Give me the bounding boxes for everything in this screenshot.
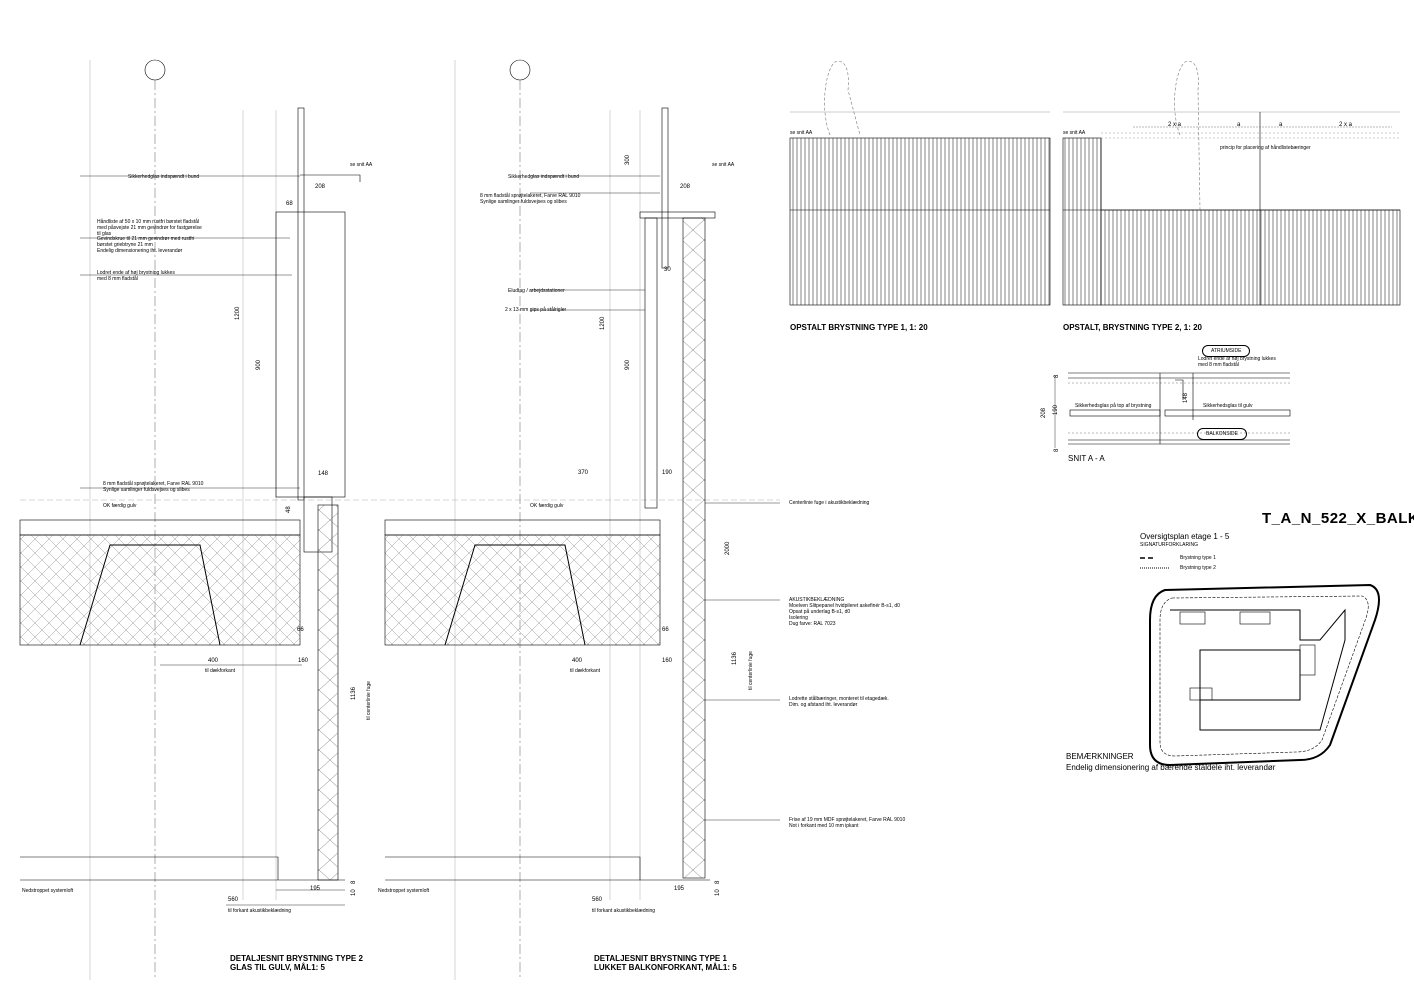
note-acoustic-cladding: AKUSTIKBEKLÆDNING Moelven Slitpepanel hv…: [789, 597, 900, 627]
plan-title: Oversigtsplan etage 1 - 5: [1140, 532, 1230, 541]
dim: 370: [578, 470, 589, 476]
spacing-label: a: [1279, 122, 1283, 128]
dim: 560: [592, 897, 603, 903]
remarks-title: BEMÆRKNINGER: [1066, 752, 1134, 761]
dim: 195: [310, 886, 321, 892]
elevation-2-linework: [1062, 60, 1401, 306]
note-thread-screw: Gevindskrue til 21 mm gevindrør med rust…: [97, 236, 195, 254]
dim: 48: [286, 506, 292, 513]
note-flat-steel: 8 mm fladstål sprøjtelakeret, Farve RAL …: [103, 481, 204, 493]
remarks-text: Endelig dimensionering af bærende stålde…: [1066, 763, 1276, 772]
dim: 208: [315, 184, 326, 190]
note-centerline: til centerlinie fuge: [366, 681, 372, 720]
dim: 68: [286, 201, 293, 207]
legend-item-type2: Brystning type 2: [1180, 565, 1216, 571]
spacing-label: 2 x a: [1339, 122, 1353, 128]
dim: 300: [625, 154, 631, 165]
dim: 66: [297, 627, 304, 633]
note-finished-floor: OK færdig gulv: [103, 503, 137, 509]
dim: 208: [1041, 407, 1047, 418]
note-acoustic-edge: til forkant akustikbeklædning: [592, 908, 656, 914]
dim: 190: [662, 470, 673, 476]
dim: 148: [318, 471, 329, 477]
note-flat-steel: 8 mm fladstål sprøjtelakeret, Farve RAL …: [480, 193, 581, 205]
dim: 8: [1054, 374, 1060, 378]
dim: 400: [572, 658, 583, 664]
dim: 1136: [732, 652, 738, 665]
note-handrail: Håndliste af 50 x 10 mm rustfri børstet …: [97, 219, 202, 237]
dim: 8: [715, 880, 721, 884]
balcony-cloud: BALKONSIDE: [1197, 428, 1247, 440]
dim: 208: [680, 184, 691, 190]
label-glass-floor: Sikkerhedsglas til gulv: [1203, 403, 1253, 409]
dim: 1200: [235, 306, 241, 320]
note-mdf-frieze: Frise af 19 mm MDF sprøjtelakeret, Farve…: [789, 817, 906, 829]
dim: 900: [256, 359, 262, 370]
label-glass-top: Sikkerhedsglas på top af brystning: [1075, 403, 1152, 409]
legend-item-type1: Brystning type 1: [1180, 555, 1216, 561]
dim: 1136: [351, 687, 357, 700]
section-aa-linework: [1054, 372, 1291, 448]
spacing-label: a: [1237, 122, 1241, 128]
sheet-id: T_A_N_522_X_BALK: [1262, 510, 1414, 527]
note-vertical-end: Lodret ende af høj brystning lukkes med …: [1198, 356, 1276, 368]
section-ref: se snit AA: [712, 162, 735, 168]
dim: 160: [298, 658, 309, 664]
note-gypsum: 2 x 13 mm gips på stålrigler: [505, 307, 567, 313]
dim: 900: [625, 359, 631, 370]
dim: 148: [1183, 392, 1189, 403]
detail-left-linework: [19, 59, 780, 980]
legend-title: SIGNATURFORKLARING: [1140, 542, 1198, 548]
atrium-cloud: ATRIUMSIDE: [1202, 345, 1251, 357]
dim: 195: [674, 886, 685, 892]
note-safety-glass: Sikkerhedglas indspændt i bund: [508, 174, 580, 180]
dim: 10: [351, 889, 357, 896]
dim: 1200: [600, 316, 606, 330]
dim: 66: [662, 627, 669, 633]
overview-plan-linework: [1149, 583, 1380, 767]
note-ceiling: Nedstroppet systemloft: [378, 888, 430, 894]
section-ref: se snit AA: [790, 130, 813, 136]
dim: 8: [351, 880, 357, 884]
dim: 8: [1054, 448, 1060, 452]
section-aa-title: SNIT A - A: [1068, 454, 1105, 463]
elevation-1-title: OPSTALT BRYSTNING TYPE 1, 1: 20: [790, 323, 928, 332]
note-ceiling: Nedstroppet systemloft: [22, 888, 74, 894]
spacing-label: 2 x a: [1168, 122, 1182, 128]
section-ref: se snit AA: [350, 162, 373, 168]
note-outlets: Eludtag / arbejdsstationer: [508, 288, 565, 294]
dim: 560: [228, 897, 239, 903]
dim: 190: [1053, 404, 1059, 415]
dim: 30: [664, 267, 671, 273]
note-steel-posts: Lodrette stålbæringer, monteret til etag…: [789, 696, 889, 708]
note-slab-edge: til dækforkant: [205, 668, 236, 674]
note-centerline: til centerlinie fuge: [748, 651, 754, 690]
detail-right-linework: [384, 59, 780, 980]
dim: 2000: [725, 541, 731, 555]
dim: 160: [662, 658, 673, 664]
note-handrail-placement: princip for placering af håndlisteb­ærin…: [1220, 145, 1311, 151]
dim: 10: [715, 889, 721, 896]
note-slab-edge: til dækforkant: [570, 668, 601, 674]
note-vertical-end: Lodret ende af høj brystning lukkes med …: [97, 270, 175, 282]
note-acoustic-edge: til forkant akustikbeklædning: [228, 908, 292, 914]
elevation-2-title: OPSTALT, BRYSTNING TYPE 2, 1: 20: [1063, 323, 1202, 332]
section-ref: se snit AA: [1063, 130, 1086, 136]
note-centerline-joint: Centerlinie fuge i akustikbeklædning: [789, 500, 870, 506]
dim: 400: [208, 658, 219, 664]
note-finished-floor: OK færdig gulv: [530, 503, 564, 509]
note-safety-glass: Sikkerhedglas indspændt i bund: [128, 174, 200, 180]
elevation-1-linework: [789, 60, 1051, 306]
